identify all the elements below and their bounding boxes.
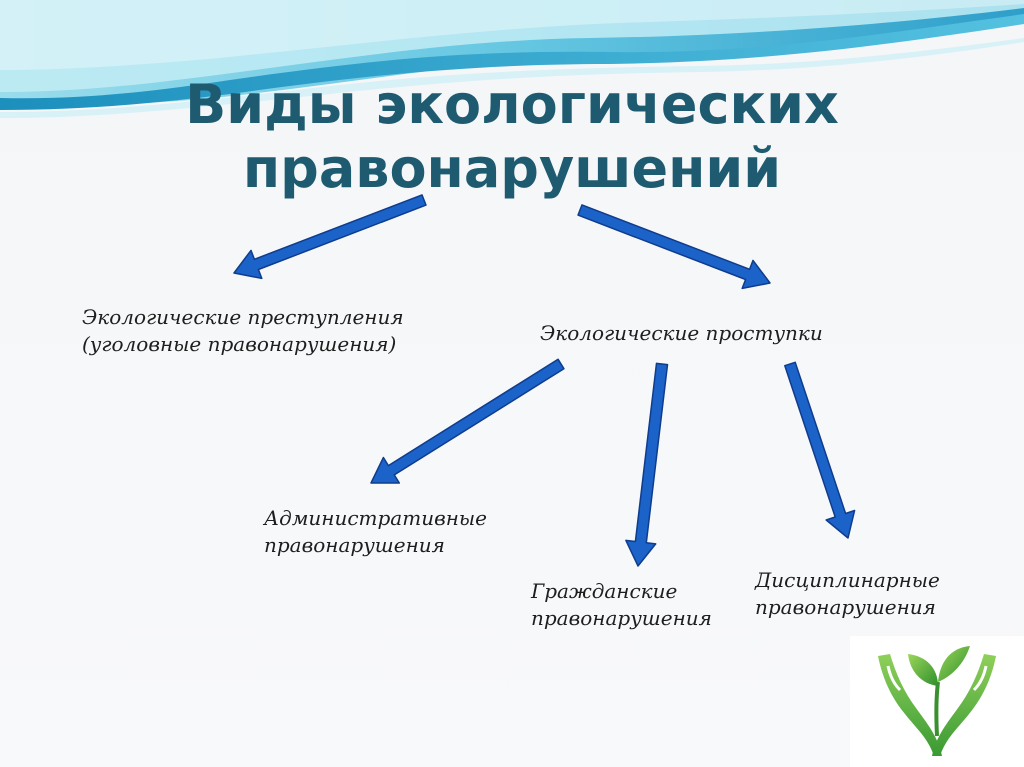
hands-with-sprout-icon [850,636,1024,767]
node-ecological-crimes-line-1: Экологические преступления [82,305,404,329]
node-civil-line-1: Гражданские [531,579,678,603]
node-administrative-line-1: Административные [264,506,488,530]
node-administrative-offenses: Административные правонарушения [264,505,487,559]
node-ecological-offenses-line-1: Экологические проступки [540,321,823,345]
node-civil-offenses: Гражданские правонарушения [531,578,712,632]
arrow-to-crimes [233,194,427,280]
node-disciplinary-line-1: Дисциплинарные [755,568,940,592]
arrow-to-disciplinary [784,361,856,539]
node-ecological-offenses: Экологические проступки [540,320,823,347]
node-ecological-crimes-line-2: (уголовные правонарушения) [82,332,397,356]
node-disciplinary-offenses: Дисциплинарные правонарушения [755,567,940,621]
arrow-to-civil [625,362,669,567]
wave-decoration [0,0,1024,118]
node-disciplinary-line-2: правонарушения [755,595,936,619]
node-ecological-crimes: Экологические преступления (уголовные пр… [82,304,404,358]
node-administrative-line-2: правонарушения [264,533,445,557]
page-title-line-1: Виды экологических [185,73,839,136]
arrow-to-offenses [577,204,771,290]
node-civil-line-2: правонарушения [531,606,712,630]
arrow-to-administrative [370,358,565,484]
page-title-line-2: правонарушений [242,137,782,200]
